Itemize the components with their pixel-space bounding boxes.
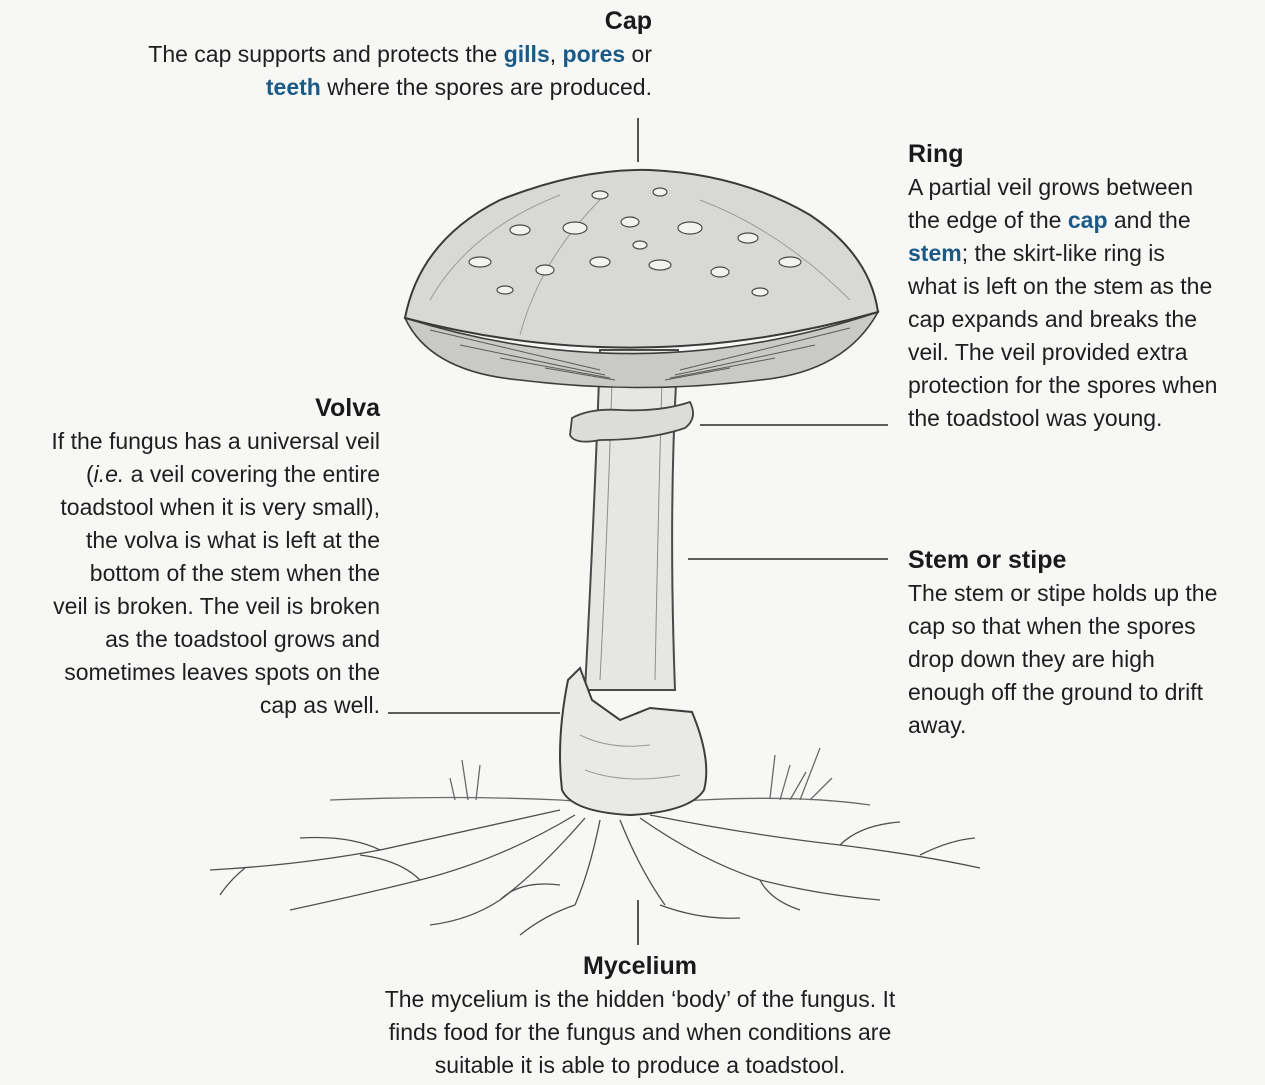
ring-label: Ring A partial veil grows between the ed… xyxy=(908,138,1260,435)
ring-line-8: the toadstool was young. xyxy=(908,402,1260,435)
stem-line-3: drop down they are high xyxy=(908,643,1260,676)
keyword-stem: stem xyxy=(908,240,962,266)
ring-line-3: stem; the skirt-like ring is xyxy=(908,237,1260,270)
volva-text: a veil covering the entire xyxy=(124,461,380,487)
ring-text-a: the edge of the xyxy=(908,207,1068,233)
keyword-cap: cap xyxy=(1068,207,1108,233)
mushroom-stem xyxy=(585,350,678,690)
keyword-pores: pores xyxy=(563,41,626,67)
mycelium-threads xyxy=(210,810,980,935)
cap-label: Cap The cap supports and protects the gi… xyxy=(40,5,652,104)
ring-line-2: the edge of the cap and the xyxy=(908,204,1260,237)
keyword-teeth: teeth xyxy=(266,74,321,100)
cap-text-end: where the spores are produced. xyxy=(321,74,652,100)
mycelium-line-3: suitable it is able to produce a toadsto… xyxy=(290,1049,990,1082)
volva-line-2: (i.e. a veil covering the entire xyxy=(0,458,380,491)
stem-line-4: enough off the ground to drift xyxy=(908,676,1260,709)
volva-line-7: as the toadstool grows and xyxy=(0,623,380,656)
stem-heading: Stem or stipe xyxy=(908,544,1260,577)
ring-line-6: veil. The veil provided extra xyxy=(908,336,1260,369)
ring-line-4: what is left on the stem as the xyxy=(908,270,1260,303)
cap-comma: , xyxy=(550,41,563,67)
volva-line-1: If the fungus has a universal veil xyxy=(0,425,380,458)
mycelium-label: Mycelium The mycelium is the hidden ‘bod… xyxy=(290,950,990,1082)
volva-label: Volva If the fungus has a universal veil… xyxy=(0,392,380,722)
cap-heading: Cap xyxy=(40,5,652,38)
stem-line-5: away. xyxy=(908,709,1260,742)
cap-text: The cap supports and protects the xyxy=(148,41,503,67)
ring-line-5: cap expands and breaks the xyxy=(908,303,1260,336)
volva-line-8: sometimes leaves spots on the xyxy=(0,656,380,689)
volva-ie: i.e. xyxy=(94,461,125,487)
mycelium-heading: Mycelium xyxy=(290,950,990,983)
volva-paren: ( xyxy=(86,461,94,487)
volva-line-9: cap as well. xyxy=(0,689,380,722)
stem-label: Stem or stipe The stem or stipe holds up… xyxy=(908,544,1260,742)
mycelium-line-2: finds food for the fungus and when condi… xyxy=(290,1016,990,1049)
volva-line-5: bottom of the stem when the xyxy=(0,557,380,590)
ring-text-b: and the xyxy=(1108,207,1191,233)
cap-description-line-1: The cap supports and protects the gills,… xyxy=(40,38,652,71)
cap-or: or xyxy=(625,41,652,67)
volva-line-6: veil is broken. The veil is broken xyxy=(0,590,380,623)
volva-heading: Volva xyxy=(0,392,380,425)
mycelium-line-1: The mycelium is the hidden ‘body’ of the… xyxy=(290,983,990,1016)
cap-description-line-2: teeth where the spores are produced. xyxy=(40,71,652,104)
volva-line-3: toadstool when it is very small), xyxy=(0,491,380,524)
keyword-gills: gills xyxy=(504,41,550,67)
ring-line-1: A partial veil grows between xyxy=(908,171,1260,204)
ring-text-c: ; the skirt-like ring is xyxy=(962,240,1165,266)
stem-line-2: cap so that when the spores xyxy=(908,610,1260,643)
volva-line-4: the volva is what is left at the xyxy=(0,524,380,557)
stem-line-1: The stem or stipe holds up the xyxy=(908,577,1260,610)
mushroom-cap xyxy=(405,170,878,348)
ring-line-7: protection for the spores when xyxy=(908,369,1260,402)
ring-heading: Ring xyxy=(908,138,1260,171)
